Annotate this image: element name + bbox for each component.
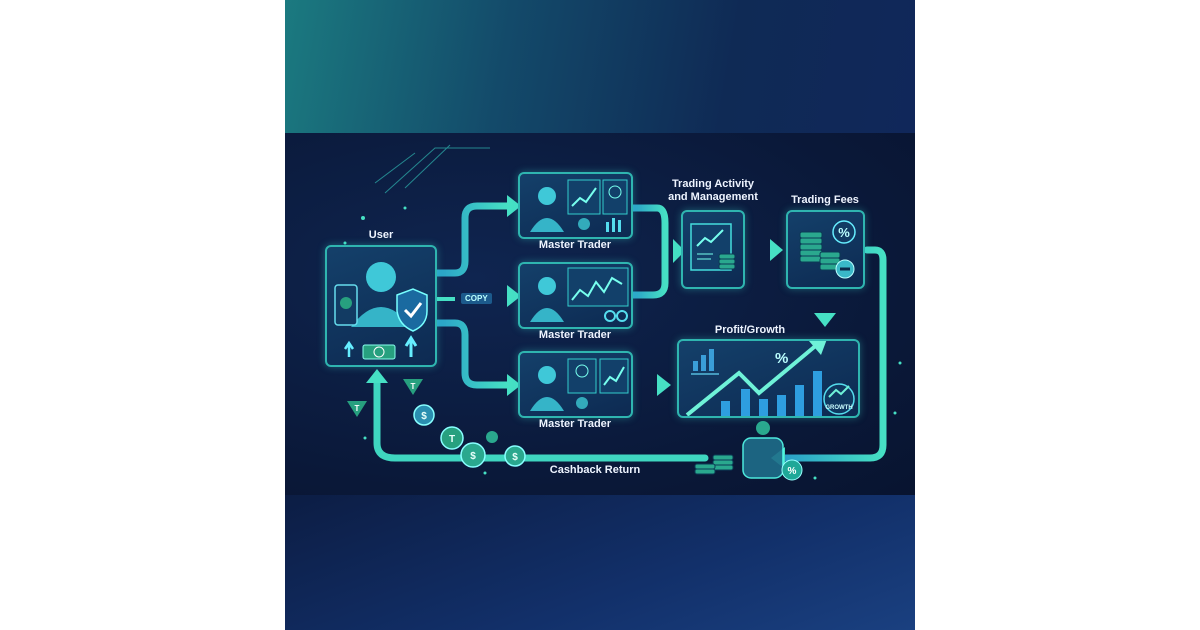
svg-text:%: %: [788, 466, 797, 477]
diagram-panel: $ $ $ T T T % User: [285, 0, 915, 630]
copy-trading-flow-diagram: $ $ $ T T T % User: [285, 133, 915, 495]
coin-stack-icon: %: [799, 220, 856, 279]
shield-check-icon: [396, 288, 428, 332]
bottom-gradient-band: [285, 495, 915, 630]
coin-jar-icon: %: [742, 421, 803, 481]
svg-text:$: $: [512, 452, 518, 463]
user-node: [325, 245, 437, 367]
dollar-coin-icon: $: [504, 445, 526, 467]
cashback-coins: $ $ $ T T T: [347, 379, 526, 468]
profit-growth-node: % GROWTH: [677, 339, 860, 418]
minus-icon: [835, 259, 855, 279]
growth-arrow-icon: GROWTH: [823, 383, 855, 415]
master-trader-label-3: Master Trader: [538, 418, 612, 430]
line-chart-icon: [690, 223, 736, 271]
master-trader-label-2: Master Trader: [538, 329, 612, 341]
percent-icon: %: [832, 220, 856, 244]
trading-activity-label: Trading Activity and Management: [668, 178, 758, 204]
profit-growth-label: Profit/Growth: [714, 324, 786, 336]
svg-text:%: %: [838, 225, 850, 240]
svg-text:T: T: [411, 382, 416, 391]
trader-dashboard-icon: [530, 358, 629, 411]
arrow-fees-to-cashback: [781, 246, 887, 462]
trading-fees-node: %: [786, 210, 865, 289]
trading-activity-label-line1: Trading Activity: [671, 178, 755, 190]
arrow-user-to-trader1: [433, 202, 511, 277]
svg-text:T: T: [355, 404, 360, 413]
cashback-return-label: Cashback Return: [549, 464, 641, 476]
master-trader-label-1: Master Trader: [538, 239, 612, 251]
arrow-user-to-trader3: [433, 319, 511, 389]
arrow-cashback-to-user: [373, 379, 709, 462]
dollar-coin-icon: [486, 431, 498, 443]
svg-text:$: $: [421, 411, 427, 422]
phone-tether-icon: [334, 284, 358, 326]
cash-icon: [362, 344, 396, 360]
top-gradient-band: [285, 0, 915, 133]
trading-fees-label: Trading Fees: [791, 194, 859, 206]
trader-dashboard-icon: [530, 179, 628, 232]
trading-activity-label-line2: and Management: [668, 191, 758, 203]
percent-icon: %: [775, 350, 788, 367]
svg-text:GROWTH: GROWTH: [825, 405, 852, 411]
tether-coin-icon: T: [403, 379, 423, 395]
trading-activity-node: [681, 210, 745, 289]
growth-chart-icon: % GROWTH: [685, 339, 855, 417]
svg-text:$: $: [470, 451, 476, 462]
arrow-traders-to-activity: [629, 204, 669, 299]
coin-stack-icon: [718, 253, 736, 270]
dollar-coin-icon: $: [460, 442, 486, 468]
copy-badge: COPY: [461, 293, 492, 304]
svg-text:T: T: [449, 434, 455, 445]
user-avatar-icon: [334, 262, 428, 360]
master-trader-node-2: [518, 262, 633, 329]
coin-stack-icon: [694, 454, 734, 475]
flow-arrows: $ $ $ T T T %: [343, 144, 902, 481]
trader-dashboard-icon: [530, 267, 629, 322]
user-label: User: [368, 229, 394, 241]
tether-coin-icon: T: [440, 426, 464, 450]
dollar-coin-icon: $: [413, 404, 435, 426]
tether-coin-icon: T: [347, 401, 367, 417]
master-trader-node-3: [518, 351, 633, 418]
master-trader-node-1: [518, 172, 633, 239]
